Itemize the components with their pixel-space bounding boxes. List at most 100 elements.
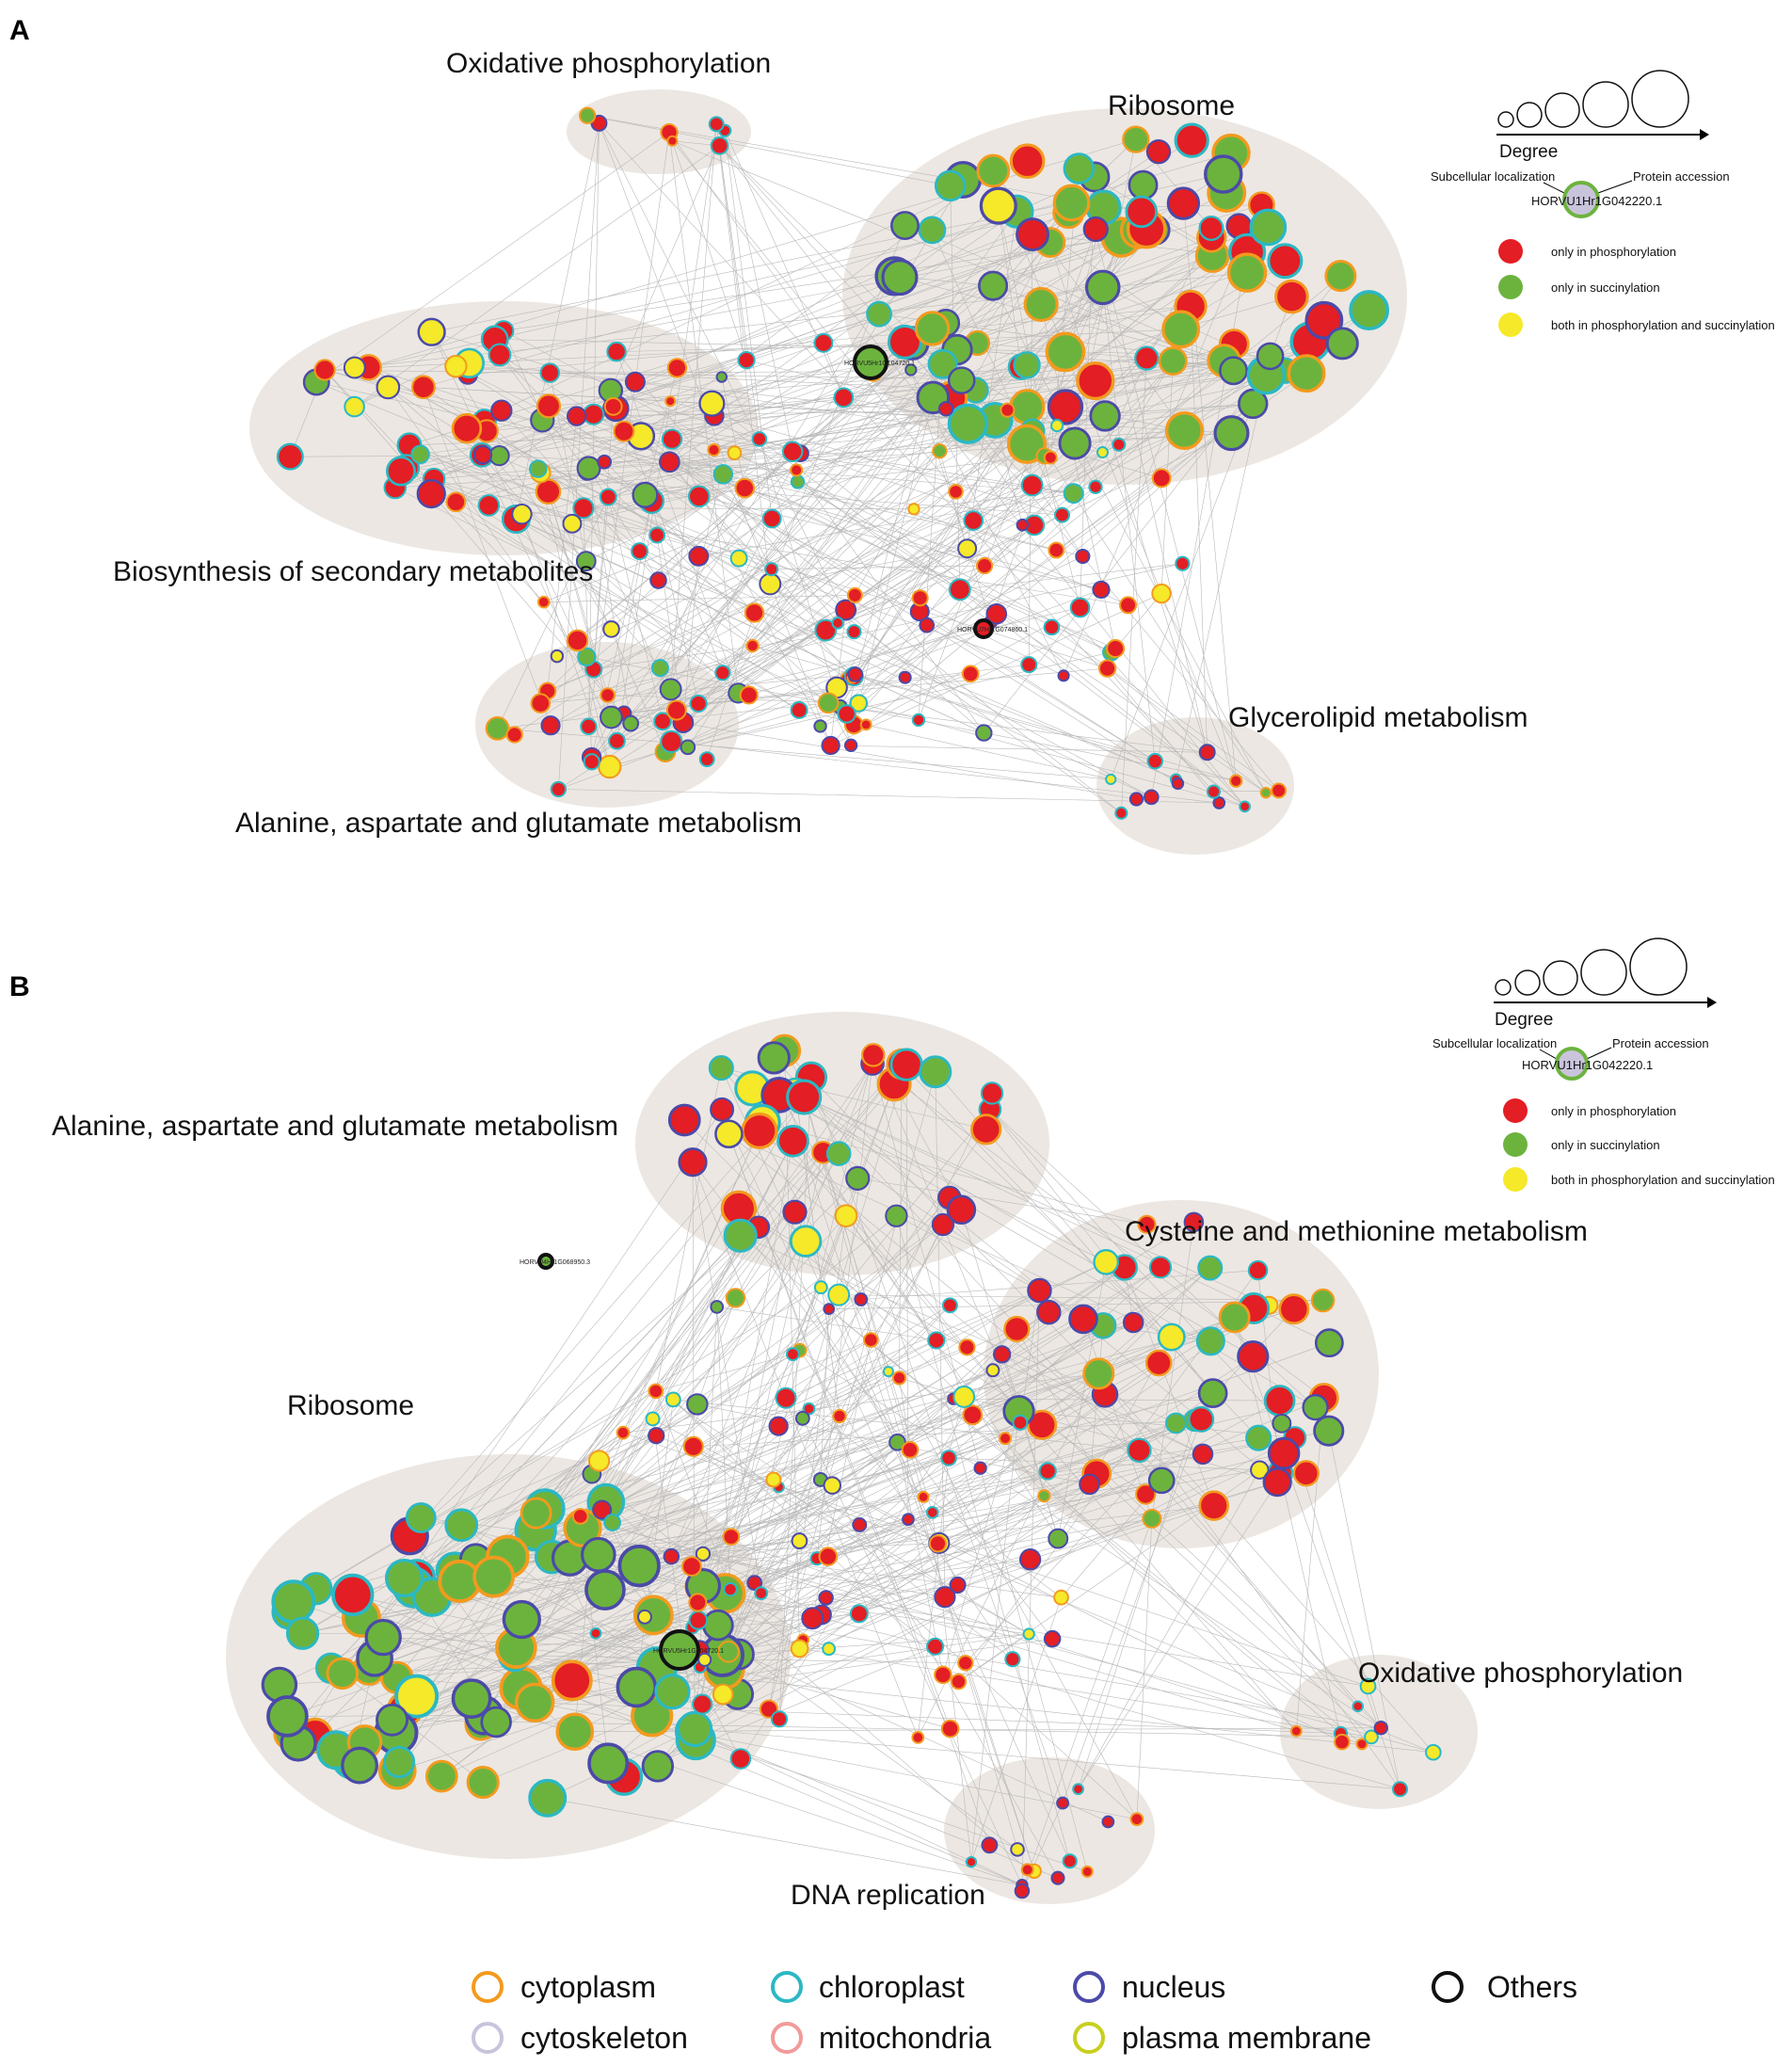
protein-node bbox=[692, 1693, 713, 1715]
protein-node bbox=[410, 444, 430, 465]
protein-node bbox=[962, 1404, 984, 1426]
network-edge bbox=[583, 507, 914, 510]
network-edge bbox=[537, 468, 856, 596]
protein-node bbox=[598, 754, 622, 779]
network-edge bbox=[774, 1057, 1382, 1728]
protein-node-highlighted bbox=[537, 1253, 554, 1270]
protein-node bbox=[1259, 787, 1272, 799]
protein-node bbox=[649, 571, 667, 589]
legend-ring-cytoplasm bbox=[472, 1971, 504, 2003]
protein-node bbox=[904, 363, 918, 377]
network-edge bbox=[1107, 667, 1267, 793]
protein-node bbox=[1082, 1357, 1115, 1390]
network-edge bbox=[558, 122, 600, 790]
network-edge bbox=[441, 1483, 1090, 1777]
protein-node bbox=[1148, 1256, 1173, 1279]
protein-node bbox=[918, 216, 947, 245]
protein-node bbox=[1003, 1315, 1031, 1343]
protein-node bbox=[833, 387, 855, 409]
protein-node bbox=[859, 718, 872, 731]
network-edge bbox=[316, 381, 1057, 551]
protein-node bbox=[584, 1569, 626, 1610]
protein-node bbox=[660, 729, 683, 754]
protein-node bbox=[1144, 789, 1160, 806]
protein-node bbox=[1198, 215, 1224, 241]
protein-node bbox=[650, 659, 669, 678]
protein-node bbox=[1289, 1724, 1303, 1738]
network-edge bbox=[1078, 1419, 1195, 1789]
network-edge bbox=[605, 1501, 1028, 1870]
protein-node bbox=[698, 390, 726, 417]
protein-node bbox=[1053, 1589, 1069, 1606]
network-edge bbox=[1021, 1290, 1040, 1885]
network-edge bbox=[992, 1370, 1382, 1728]
network-edge bbox=[760, 1559, 1031, 1594]
protein-node bbox=[597, 454, 613, 470]
protein-node bbox=[1072, 1783, 1084, 1796]
protein-node bbox=[1272, 1413, 1292, 1434]
cluster-bg-dna-b bbox=[944, 1757, 1155, 1904]
network-edge bbox=[816, 1054, 874, 1559]
protein-node bbox=[854, 1292, 869, 1306]
network-edge bbox=[610, 130, 726, 391]
network-edge bbox=[374, 1437, 1006, 1659]
network-edge bbox=[673, 1399, 959, 1682]
network-edge bbox=[716, 1306, 936, 1341]
protein-node bbox=[765, 1471, 782, 1488]
network-edge bbox=[501, 160, 1028, 411]
protein-node bbox=[405, 1502, 437, 1533]
protein-node bbox=[466, 1766, 500, 1800]
protein-node bbox=[846, 586, 863, 603]
degree-size-4 bbox=[1582, 81, 1629, 128]
protein-node bbox=[540, 715, 561, 736]
protein-node bbox=[790, 1639, 809, 1658]
protein-node bbox=[451, 1678, 492, 1719]
network-edge bbox=[1176, 375, 1267, 780]
protein-node bbox=[888, 1433, 906, 1451]
protein-node bbox=[1245, 1424, 1272, 1451]
network-edge bbox=[593, 631, 855, 670]
network-edge bbox=[828, 1308, 1363, 1745]
protein-node bbox=[1144, 1349, 1173, 1377]
protein-node bbox=[775, 1386, 797, 1409]
network-edge bbox=[497, 728, 1112, 780]
network-edge bbox=[392, 1719, 1372, 1738]
network-edge bbox=[738, 1362, 1160, 1655]
network-edge bbox=[938, 1495, 1045, 1544]
protein-node bbox=[1056, 1796, 1070, 1810]
protein-node bbox=[1068, 1304, 1098, 1335]
network-edge bbox=[820, 1308, 830, 1480]
degree-size-1-b bbox=[1495, 979, 1512, 996]
protein-node bbox=[802, 1402, 816, 1416]
protein-node bbox=[847, 666, 864, 682]
network-edge bbox=[607, 457, 1051, 696]
protein-node bbox=[961, 665, 980, 683]
protein-node bbox=[600, 687, 616, 703]
protein-node bbox=[444, 354, 468, 378]
network-edge bbox=[713, 205, 999, 417]
degree-size-5 bbox=[1631, 70, 1689, 128]
protein-node bbox=[751, 431, 768, 447]
protein-node bbox=[837, 704, 856, 724]
protein-node bbox=[616, 1425, 631, 1440]
protein-node bbox=[613, 420, 635, 442]
protein-node bbox=[925, 1506, 939, 1519]
protein-node bbox=[590, 114, 608, 132]
protein-node bbox=[1425, 1743, 1442, 1761]
protein-node bbox=[1122, 1311, 1144, 1334]
protein-node bbox=[1010, 1842, 1025, 1857]
network-edge bbox=[958, 1633, 1030, 1682]
protein-node bbox=[592, 1499, 613, 1520]
degree-label: Degree bbox=[1499, 142, 1558, 162]
protein-node bbox=[1198, 744, 1216, 761]
network-edge bbox=[698, 492, 1074, 557]
protein-node bbox=[823, 1303, 836, 1316]
protein-node bbox=[917, 1490, 930, 1503]
protein-node bbox=[1057, 669, 1070, 682]
protein-node bbox=[863, 1332, 879, 1348]
legend-label-phos-b: only in phosphorylation bbox=[1551, 1104, 1676, 1118]
network-edge bbox=[388, 387, 739, 694]
protein-node-highlighted bbox=[973, 618, 994, 639]
protein-node bbox=[861, 1043, 886, 1067]
protein-node bbox=[1229, 774, 1243, 788]
